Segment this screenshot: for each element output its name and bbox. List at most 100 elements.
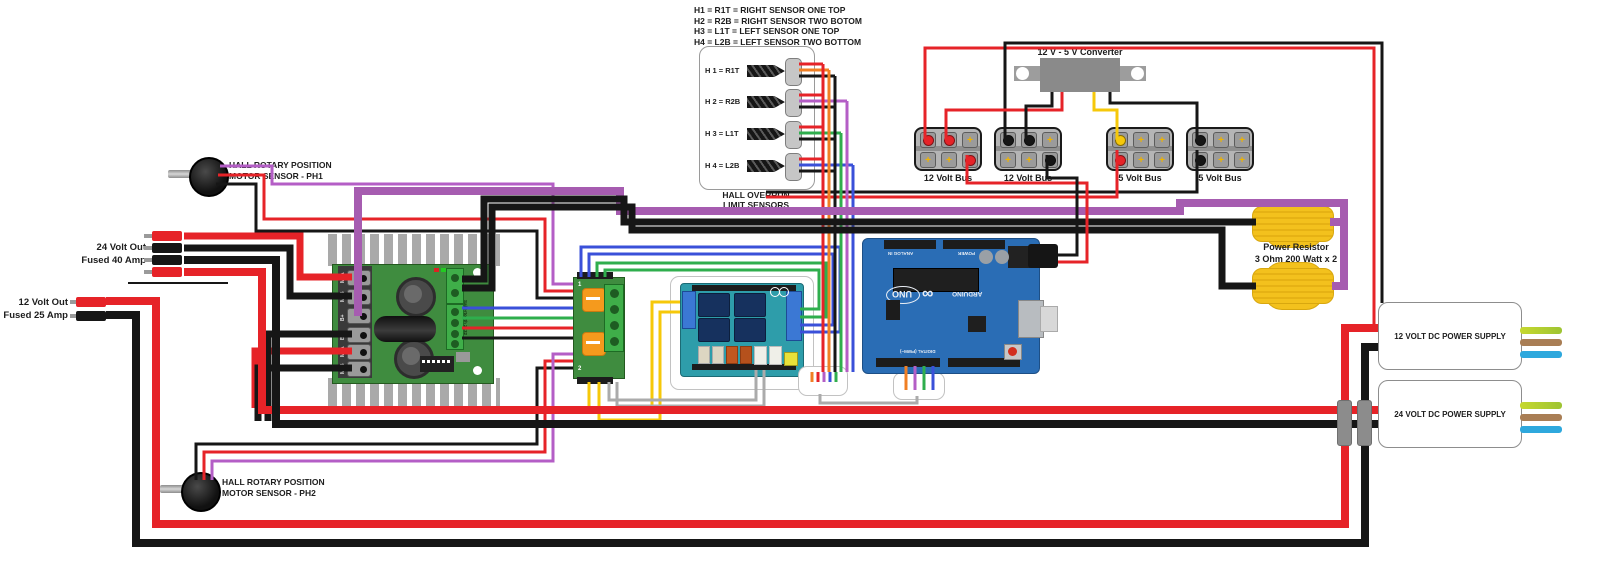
capacitor-icon (995, 250, 1009, 264)
screw-icon (610, 305, 619, 314)
terminal-plus-icon: + (1239, 134, 1245, 146)
ph1-label-line: HALL ROTARY POSITION (229, 160, 332, 170)
driver-terminal-label: M2A (340, 346, 346, 357)
screw-icon (451, 289, 459, 297)
legend: H1 = R1T = RIGHT SENSOR ONE TOP H2 = R2B… (694, 5, 862, 47)
power-label: POWER (958, 251, 976, 256)
terminal-hole-icon (360, 312, 367, 320)
usb-port (456, 352, 470, 362)
ph1-potentiometer-icon (189, 157, 229, 197)
terminal-plus-icon: + (1047, 134, 1053, 146)
electrolytic-capacitor (374, 316, 436, 342)
driver-terminal-label: M2B (340, 363, 346, 374)
bus-terminal (1112, 152, 1128, 168)
legend-line: H4 = L2B = LEFT SENSOR TWO BOTTOM (694, 36, 862, 47)
ph2-label: HALL ROTARY POSITION MOTOR SENSOR - PH2 (222, 477, 325, 499)
ph1-label-line: MOTOR SENSOR - PH1 (229, 171, 323, 181)
screw-icon (451, 340, 459, 348)
screw-icon (451, 308, 459, 316)
out24-connector-black2 (152, 255, 182, 265)
screw-icon (451, 274, 459, 282)
wire-out24-red-m1a (184, 232, 352, 281)
bus-terminal (1192, 132, 1208, 148)
bus-terminal (1000, 132, 1016, 148)
arduino-brand: ARDUINO (952, 290, 983, 297)
dip-switch (420, 356, 454, 372)
bus-terminal (920, 132, 936, 148)
legend-line: H2 = R2B = RIGHT SENSOR TWO BOTOM (694, 15, 862, 26)
hall-sensor-icon (747, 65, 785, 77)
out12-connector-red (76, 297, 106, 307)
relay-component (754, 346, 767, 365)
ghost-connector-2 (893, 372, 945, 400)
bus-terminal: + (920, 152, 936, 168)
out24-connector-black1 (152, 243, 182, 253)
mount-hole (473, 366, 482, 375)
capacitor-core (402, 347, 420, 365)
trimmer-slot (586, 341, 600, 344)
ph1-label: HALL ROTARY POSITION MOTOR SENSOR - PH1 (229, 160, 332, 182)
terminal-plus-icon: + (1218, 134, 1224, 146)
bus-3: ++++5 Volt Bus (1106, 127, 1174, 183)
bus-terminal: + (941, 152, 957, 168)
relay-component (769, 346, 782, 365)
screw-icon (451, 330, 459, 338)
terminal-hole-icon (360, 348, 367, 356)
terminal-hole-icon (360, 274, 367, 282)
feedback-terminal (604, 284, 624, 352)
power-header (943, 240, 1005, 249)
bus-terminal: + (1154, 132, 1170, 148)
driver-terminal-M1B (347, 289, 371, 305)
terminal-wired-icon (1114, 134, 1126, 146)
bus-terminal: + (1234, 132, 1250, 148)
bus-terminal: + (1021, 152, 1037, 168)
relay-terminal-left (682, 291, 696, 329)
bus-terminal (1192, 152, 1208, 168)
converter-label: 12 V - 5 V Converter (1037, 47, 1123, 57)
power-resistor-2 (1252, 268, 1334, 304)
terminal-wired-icon (964, 154, 976, 166)
ph2-label-line: MOTOR SENSOR - PH2 (222, 488, 316, 498)
bus-label: 12 Volt Bus (923, 173, 973, 183)
legend-line: H3 = L1T = LEFT SENSOR ONE TOP (694, 26, 840, 36)
ph2-potentiometer-icon (181, 472, 221, 512)
relay-3 (698, 318, 730, 342)
led-red-icon (434, 268, 439, 272)
converter-hole-right (1131, 67, 1144, 80)
hall-sensor-label: H 1 = R1T (705, 66, 740, 75)
relay-component (712, 346, 724, 364)
barrel-plug (1028, 244, 1058, 268)
resistor-label-line: Power Resistor (1263, 242, 1329, 252)
digital-label: DIGITAL (PWM~) (900, 349, 936, 354)
feedback-label-1: 1 (578, 282, 582, 288)
hall-sensor-icon (747, 128, 785, 140)
driver-signal-terminal (446, 304, 464, 350)
terminal-plus-icon: + (925, 154, 931, 166)
connector-pin (70, 314, 78, 318)
ferrite-sleeve-1 (1337, 400, 1352, 446)
terminal-plus-icon: + (1239, 154, 1245, 166)
out12-label-line: 12 Volt Out (18, 297, 68, 308)
driver-upper-terminal (446, 268, 464, 304)
bus-terminal: + (1213, 152, 1229, 168)
bus-terminal (962, 152, 978, 168)
power-resistor-1 (1252, 206, 1334, 242)
hall-caption-line: HALL OVERRUN (722, 190, 790, 200)
driver-terminal-label: M1A (340, 272, 346, 283)
driver-terminal-M1A (347, 270, 371, 286)
bus-terminal (941, 132, 957, 148)
bus-terminal: + (1133, 132, 1149, 148)
bus-terminal (1042, 152, 1058, 168)
converter-hole-left (1016, 67, 1029, 80)
terminal-wired-icon (1194, 154, 1206, 166)
bus-label: 5 Volt Bus (1118, 173, 1162, 183)
bus-terminal (1112, 132, 1128, 148)
terminal-wired-icon (922, 134, 934, 146)
hall-sensor-icon (747, 96, 785, 108)
driver-terminal-B- (347, 327, 371, 343)
relay-component (740, 346, 752, 364)
analog-header (884, 240, 936, 249)
